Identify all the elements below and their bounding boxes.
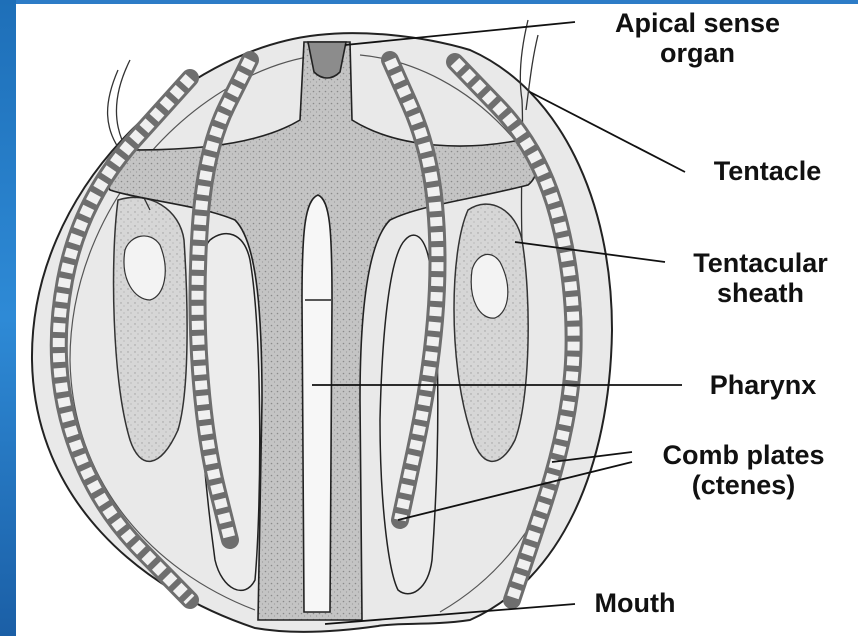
label-mouth: Mouth <box>580 588 690 618</box>
pharynx <box>302 195 332 612</box>
label-tentacular-sheath: Tentacular sheath <box>668 248 853 308</box>
label-pharynx: Pharynx <box>688 370 838 400</box>
label-apical-sense-organ: Apical sense organ <box>585 8 810 68</box>
label-comb-line2: (ctenes) <box>636 470 851 500</box>
label-tentacle: Tentacle <box>690 156 845 186</box>
label-apical-line1: Apical sense <box>585 8 810 38</box>
label-apical-line2: organ <box>585 38 810 68</box>
label-comb-line1: Comb plates <box>636 440 851 470</box>
label-sheath-line1: Tentacular <box>668 248 853 278</box>
apical-sense-organ <box>308 42 346 78</box>
label-comb-plates: Comb plates (ctenes) <box>636 440 851 500</box>
label-sheath-line2: sheath <box>668 278 853 308</box>
